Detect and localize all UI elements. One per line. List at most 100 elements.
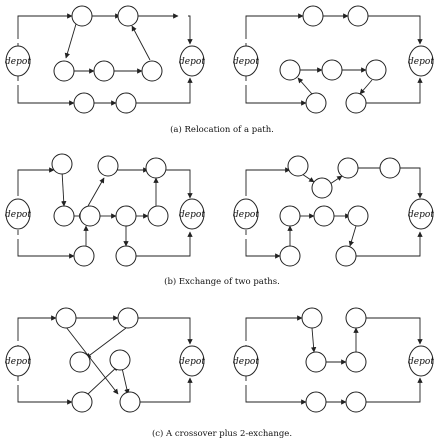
edge <box>297 77 313 95</box>
depot-label: depot <box>5 210 31 220</box>
edge <box>348 225 357 247</box>
edge <box>164 169 193 199</box>
depot-node: depot <box>408 45 434 77</box>
customer-node <box>93 60 115 82</box>
customer-node <box>302 5 324 27</box>
panel-c-before: depot depot <box>5 307 205 413</box>
customer-node <box>287 155 309 177</box>
edge <box>301 173 315 183</box>
customer-node <box>73 92 95 114</box>
customer-node <box>365 59 387 81</box>
caption-a: (a) Relocation of a path. <box>170 124 274 135</box>
depot-label: depot <box>5 357 31 367</box>
customer-node <box>97 155 119 177</box>
edge <box>17 240 75 259</box>
customer-node <box>313 205 335 227</box>
depot-label: depot <box>179 210 205 220</box>
edge <box>121 367 130 395</box>
customer-node <box>305 351 327 373</box>
customer-node <box>119 391 141 413</box>
customer-node <box>115 245 137 267</box>
depot-node: depot <box>179 45 205 77</box>
edge <box>245 388 307 405</box>
depot-label: depot <box>233 57 259 67</box>
customer-node <box>147 205 169 227</box>
edge <box>136 231 193 257</box>
edge <box>87 365 119 395</box>
depot-node: depot <box>5 345 31 377</box>
customer-node <box>109 349 131 371</box>
customer-node <box>71 5 93 27</box>
edge <box>64 23 77 59</box>
customer-node <box>117 307 139 329</box>
depot-node: depot <box>179 345 205 377</box>
customer-node <box>347 205 369 227</box>
customer-node <box>279 205 301 227</box>
depot-label: depot <box>233 210 259 220</box>
depot-node: depot <box>179 198 205 230</box>
customer-node <box>345 307 367 329</box>
edge <box>310 327 317 353</box>
edge <box>17 88 75 106</box>
customer-node <box>51 153 73 175</box>
edge <box>131 25 151 61</box>
edge <box>17 388 73 405</box>
depot-label: depot <box>408 357 434 367</box>
customer-node <box>279 59 301 81</box>
customer-node <box>321 59 343 81</box>
edge <box>17 315 57 336</box>
panel-a-before: depot depot <box>5 5 205 114</box>
edge <box>366 377 423 403</box>
customer-node <box>71 391 93 413</box>
customer-node <box>305 92 327 114</box>
depot-label: depot <box>179 57 205 67</box>
depot-node: depot <box>233 345 259 377</box>
edge <box>245 167 291 191</box>
panel-b-after: depot depot <box>233 155 434 267</box>
customer-node <box>305 391 327 413</box>
edge <box>329 175 343 185</box>
customer-node <box>379 157 401 179</box>
customer-node <box>337 157 359 179</box>
edge <box>359 79 373 95</box>
panel-a-after: depot depot <box>233 5 434 114</box>
edge <box>366 77 423 104</box>
edge <box>245 88 307 106</box>
edge <box>138 317 193 345</box>
depot-node: depot <box>5 45 31 77</box>
depot-label: depot <box>179 357 205 367</box>
depot-label: depot <box>233 357 259 367</box>
edge <box>396 167 423 199</box>
customer-node <box>69 351 91 373</box>
edge <box>245 240 281 259</box>
edge <box>368 15 423 45</box>
depot-label: depot <box>5 57 31 67</box>
edge <box>245 315 303 336</box>
customer-node <box>55 307 77 329</box>
customer-node <box>53 60 75 82</box>
depot-node: depot <box>233 198 259 230</box>
depot-node: depot <box>408 345 434 377</box>
customer-node <box>311 177 333 199</box>
customer-node <box>345 92 367 114</box>
customer-node <box>335 245 357 267</box>
depot-node: depot <box>408 198 434 230</box>
edge <box>87 177 105 207</box>
depot-label: depot <box>408 57 434 67</box>
customer-node <box>141 60 163 82</box>
depot-node: depot <box>5 198 31 230</box>
edge <box>140 377 193 403</box>
panel-c-after: depot depot <box>233 307 434 413</box>
customer-node <box>301 307 323 329</box>
customer-node <box>53 205 75 227</box>
caption-b: (b) Exchange of two paths. <box>164 276 280 287</box>
panel-b-before: depot depot <box>5 153 205 267</box>
edge <box>356 231 423 257</box>
depot-label: depot <box>408 210 434 220</box>
edge <box>17 13 73 34</box>
customer-node <box>279 245 301 267</box>
edge <box>65 326 119 395</box>
edge <box>245 13 304 34</box>
customer-node <box>345 351 367 373</box>
